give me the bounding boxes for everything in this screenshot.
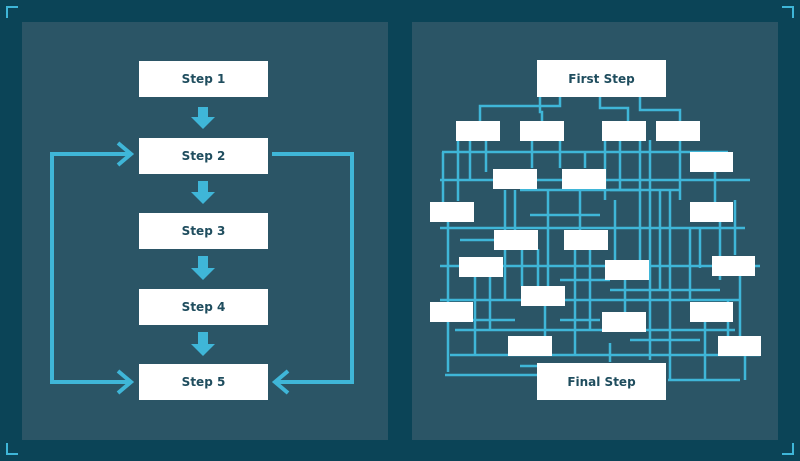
corner-mark-top-left xyxy=(6,6,18,18)
corner-mark-bottom-left xyxy=(6,443,18,455)
down-arrow-icon xyxy=(191,332,215,356)
final-step-box: Final Step xyxy=(537,363,666,400)
chevron-right-icon xyxy=(116,369,135,395)
first-step-label: First Step xyxy=(568,72,635,86)
step-box: Step 2 xyxy=(139,138,268,174)
step-box: Step 4 xyxy=(139,289,268,325)
linear-flow: Step 1 Step 2 Step 3 Step 4 Step 5 xyxy=(50,61,354,400)
step-box: Step 3 xyxy=(139,213,268,249)
down-arrow-icon xyxy=(191,181,215,204)
step-label: Step 2 xyxy=(182,149,226,163)
corner-mark-bottom-right xyxy=(782,443,794,455)
down-arrow-icon xyxy=(191,107,215,129)
step-box: Step 5 xyxy=(139,364,268,400)
tangled-flow: First Step Final Step xyxy=(430,60,761,400)
flow-box xyxy=(430,121,761,356)
loop-line-left xyxy=(50,152,130,384)
first-step-box: First Step xyxy=(537,60,666,97)
step-box: Step 1 xyxy=(139,61,268,97)
chevron-right-icon xyxy=(116,141,135,167)
down-arrow-icon xyxy=(191,256,215,280)
step-label: Step 3 xyxy=(182,224,226,238)
step-label: Step 1 xyxy=(182,72,226,86)
loop-line-right xyxy=(272,152,354,384)
connector-lines xyxy=(440,97,760,382)
final-step-label: Final Step xyxy=(567,375,636,389)
step-label: Step 5 xyxy=(182,375,226,389)
chevron-left-icon xyxy=(271,369,290,395)
corner-mark-top-right xyxy=(782,6,794,18)
step-label: Step 4 xyxy=(182,300,226,314)
